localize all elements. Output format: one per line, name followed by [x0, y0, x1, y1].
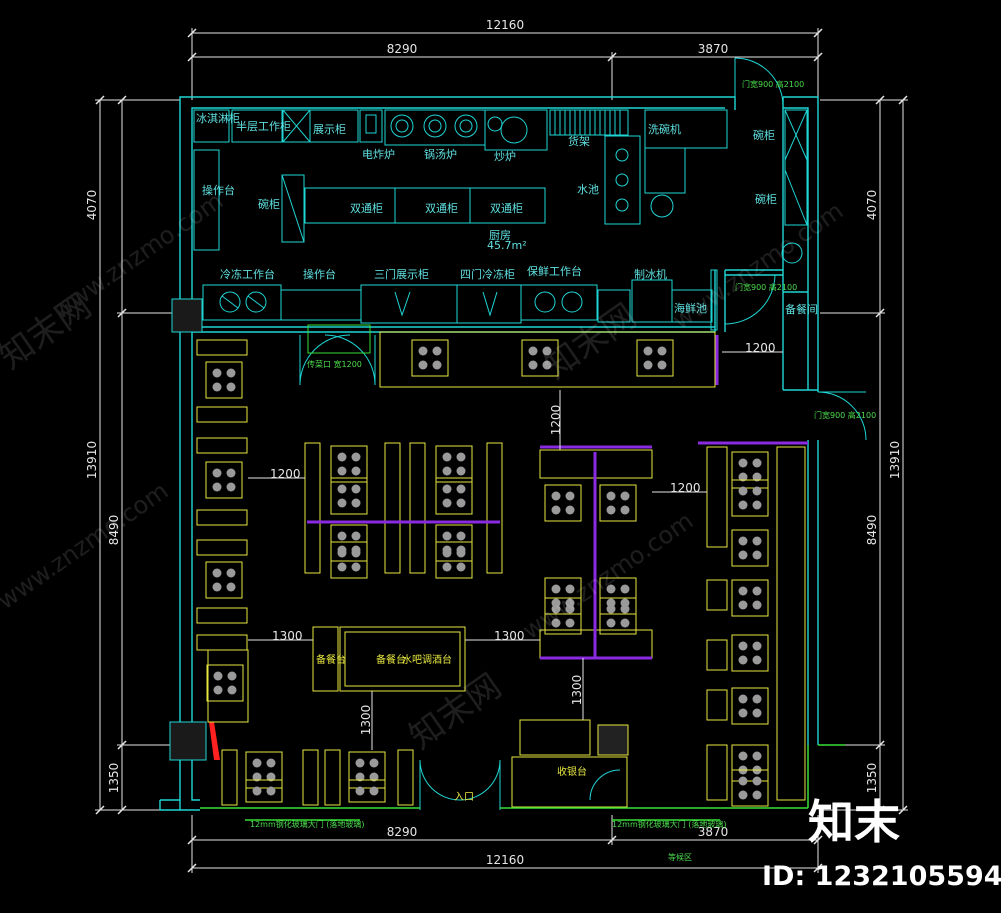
- label-bowl-cabinet-2: 碗柜: [755, 192, 777, 206]
- gap-dim-1200-b: 1200: [670, 481, 701, 495]
- dim-right-mid: 8490: [865, 515, 879, 546]
- label-stir-fry: 炒炉: [494, 150, 516, 163]
- dimension-ticks: [95, 28, 908, 873]
- label-glass-left: 12mm钢化玻璃大门 (落地玻璃): [250, 819, 365, 829]
- label-kitchen-name: 厨房: [489, 229, 511, 242]
- dining-fixtures: [196, 324, 806, 808]
- gap-dim-1200-c: 1200: [745, 341, 776, 355]
- label-op-table-mid: 操作台: [303, 267, 336, 281]
- doors: [299, 57, 867, 810]
- label-hatch-note: 传菜口 宽1200: [307, 359, 362, 369]
- watermark-id: ID: 1232105594: [762, 861, 1001, 892]
- label-fryer: 电炸炉: [362, 148, 395, 161]
- gap-dim-1300-a: 1300: [272, 629, 303, 643]
- label-four-door: 四门冷冻柜: [460, 267, 515, 281]
- label-seafood-pool: 海鲜池: [674, 301, 707, 315]
- label-entrance: 入口: [454, 792, 474, 803]
- watermark-site-2: www.znzmo.com: [667, 197, 848, 335]
- label-half-cabinet: 半层工作柜: [236, 119, 291, 133]
- label-double-cab-3: 双通柜: [490, 202, 523, 215]
- gap-dim-1200-d: 1200: [549, 405, 563, 436]
- dim-left-mid: 8490: [107, 515, 121, 546]
- label-freeze-table: 冷冻工作台: [220, 267, 275, 281]
- label-bowl-cabinet-1: 碗柜: [753, 128, 775, 142]
- label-pantry-left: 备餐台: [316, 653, 346, 666]
- label-ice-machine: 制冰机: [634, 267, 667, 281]
- dim-top-right: 3870: [698, 42, 729, 56]
- dim-bottom-total: 12160: [486, 853, 524, 867]
- dim-right-top: 4070: [865, 190, 879, 221]
- dim-left-bottom: 1350: [107, 763, 121, 794]
- watermark-side-text-3: 知末网: [537, 296, 643, 387]
- gap-dim-1300-c: 1300: [570, 675, 584, 706]
- label-door-note-mid: 门宽900 高2100: [735, 282, 797, 292]
- label-soup-stove: 锅汤炉: [424, 147, 457, 161]
- label-glass-right: 12mm钢化玻璃大门 (落地玻璃): [612, 819, 727, 829]
- gap-dim-1200-a: 1200: [270, 467, 301, 481]
- label-op-table-left: 操作台: [202, 183, 235, 197]
- label-double-cab-1: 双通柜: [350, 202, 383, 215]
- glass-facade: [200, 744, 845, 821]
- gap-dimensions: [248, 351, 783, 750]
- kitchen-equipment: [193, 109, 808, 331]
- dim-left-top: 4070: [85, 190, 99, 221]
- dim-bottom-right: 3870: [698, 825, 729, 839]
- gap-dim-1300-d: 1300: [359, 705, 373, 736]
- red-marker: [209, 722, 220, 760]
- label-cashier: 收银台: [557, 765, 587, 778]
- dim-top-total: 12160: [486, 18, 524, 32]
- dim-left-total: 13910: [85, 441, 99, 479]
- label-storage: 备餐间: [785, 302, 818, 316]
- label-kitchen-area: 45.7m²: [487, 239, 527, 252]
- dim-top-left: 8290: [387, 42, 418, 56]
- watermark-side-text-2: 知末网: [402, 666, 508, 757]
- partitions: [307, 335, 808, 660]
- watermark-brand: 知末: [808, 795, 900, 849]
- label-fresh-table: 保鲜工作台: [527, 264, 582, 278]
- column-top-left: [171, 298, 203, 333]
- dimension-lines: [95, 28, 908, 873]
- dim-right-total: 13910: [888, 441, 902, 479]
- label-double-cab-2: 双通柜: [425, 202, 458, 215]
- dim-right-bottom: 1350: [865, 763, 879, 794]
- dim-bottom-left: 8290: [387, 825, 418, 839]
- gap-dim-1300-b: 1300: [494, 629, 525, 643]
- watermark-site-3: www.znzmo.com: [0, 477, 173, 615]
- label-freezer: 冰淇淋柜: [196, 112, 240, 125]
- label-center-counter-2: 水吧调酒台: [402, 653, 452, 666]
- label-dishwasher: 洗碗机: [648, 122, 681, 136]
- label-bowl-rack: 碗柜: [258, 197, 280, 211]
- label-door-note-right: 门宽900 高2100: [814, 410, 876, 420]
- label-three-door: 三门展示柜: [374, 267, 429, 281]
- column-bottom-left: [169, 721, 207, 761]
- label-sink: 水池: [577, 183, 599, 196]
- label-shelf: 货架: [568, 134, 590, 148]
- label-display: 展示柜: [313, 123, 346, 136]
- label-door-note-top: 门宽900 高2100: [742, 79, 804, 89]
- label-center-counter: 备餐台: [376, 653, 406, 666]
- label-waiting-area: 等候区: [668, 852, 692, 862]
